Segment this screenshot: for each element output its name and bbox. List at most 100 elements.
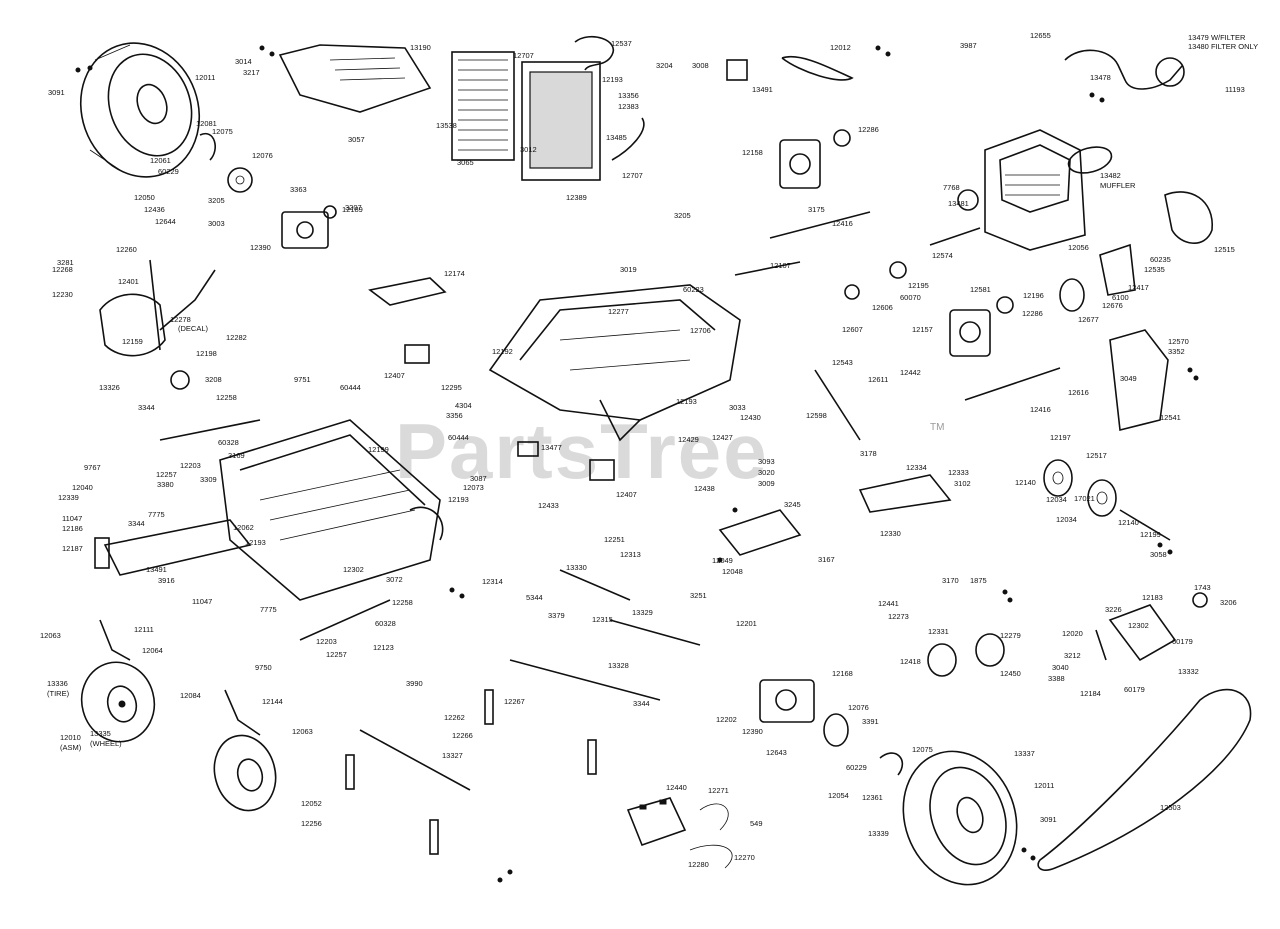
label-13491: 13491 [146, 565, 167, 574]
light-12407b [589, 459, 615, 481]
bolt-markers [75, 45, 1199, 883]
hydro-motor-upper-left [281, 205, 337, 249]
hw-3093: 3093 [758, 457, 775, 466]
hw-3226: 3226 [1105, 605, 1122, 614]
hydro-motor-lower [759, 679, 849, 747]
label-17021: 17021 [1074, 494, 1095, 503]
hw-3245: 3245 [784, 500, 801, 509]
rod-12574 [929, 227, 981, 246]
label-12203a: 12203 [180, 461, 201, 470]
label-12052: 12052 [301, 799, 322, 808]
label-60223: 60223 [683, 285, 704, 294]
hw-3087: 3087 [470, 474, 487, 483]
shaft-13328 [509, 659, 661, 701]
small-belt [781, 55, 854, 81]
label-12140b: 12140 [1118, 518, 1139, 527]
label-filter-2: 13480 FILTER ONLY [1188, 42, 1258, 51]
label-12535: 12535 [1144, 265, 1165, 274]
label-12183: 12183 [1142, 593, 1163, 602]
label-3391: 3391 [862, 717, 879, 726]
label-12282: 12282 [226, 333, 247, 342]
label-12707a: 12707 [513, 51, 534, 60]
label-12084: 12084 [180, 691, 201, 700]
label-12034a: 12034 [1046, 495, 1067, 504]
label-12330: 12330 [880, 529, 901, 538]
bracket-12183 [1108, 604, 1177, 662]
pulley-hub [235, 175, 245, 185]
shock-4 [429, 819, 439, 855]
hw-5344: 5344 [526, 593, 543, 602]
hw-3058: 3058 [1150, 550, 1167, 559]
label-13329: 13329 [632, 608, 653, 617]
label-12616: 12616 [1068, 388, 1089, 397]
label-12302: 12302 [343, 565, 364, 574]
hw-3072: 3072 [386, 575, 403, 584]
label-12278: 12278 [170, 315, 191, 324]
hw-3212: 3212 [1064, 651, 1081, 660]
label-13477: 13477 [541, 443, 562, 452]
bracket-12174 [368, 277, 447, 306]
label-12427: 12427 [712, 433, 733, 442]
label-11047b: 11047 [192, 597, 212, 606]
hw-3014: 3014 [235, 57, 252, 66]
label-12040: 12040 [72, 483, 93, 492]
label-60229b: 60229 [846, 763, 867, 772]
label-3363a: 3363 [290, 185, 307, 194]
label-60328b: 60328 [375, 619, 396, 628]
label-549: 549 [750, 819, 763, 828]
label-12251: 12251 [604, 535, 625, 544]
hw-3178: 3178 [860, 449, 877, 458]
label-12193d: 12193 [245, 538, 266, 547]
pulley-12034b [1087, 479, 1117, 517]
label-13326: 13326 [99, 383, 120, 392]
battery [626, 797, 687, 847]
label-12390a: 12390 [250, 243, 271, 252]
mount-plate [1099, 243, 1136, 296]
label-12111: 12111 [134, 625, 154, 634]
label-12314: 12314 [482, 577, 503, 586]
gasket [1059, 278, 1085, 312]
label-relay: 13491 [752, 85, 773, 94]
drive-belt [1037, 688, 1252, 871]
label-12442: 12442 [900, 368, 921, 377]
label-12257b: 12257 [326, 650, 347, 659]
label-seat-pan: 13190 [410, 43, 431, 52]
label-12676: 12676 [1102, 301, 1123, 310]
label-12273: 12273 [888, 612, 909, 621]
label-60229a: 60229 [158, 167, 179, 176]
label-12076b: 12076 [848, 703, 869, 712]
main-frame [219, 419, 444, 601]
label-12063: 12063 [40, 631, 61, 640]
hw-3175: 3175 [808, 205, 825, 214]
fan-shroud [1164, 191, 1213, 244]
label-12286a: 12286 [858, 125, 879, 134]
label-12677: 12677 [1078, 315, 1099, 324]
hw-3344: 3344 [633, 699, 650, 708]
label-12034b: 12034 [1056, 515, 1077, 524]
label-12302b: 12302 [1128, 621, 1149, 630]
seat-pan [278, 44, 432, 113]
label-12144: 12144 [262, 697, 283, 706]
hw-3204: 3204 [656, 61, 673, 70]
label-12157: 12157 [912, 325, 933, 334]
label-3205a: 3205 [208, 196, 225, 205]
label-12574: 12574 [932, 251, 953, 260]
brake-band-left [199, 132, 216, 161]
rod-12416b [964, 367, 1061, 401]
label-12267: 12267 [504, 697, 525, 706]
upper-hose [574, 35, 615, 71]
hw-3102: 3102 [954, 479, 971, 488]
label-12075b: 12075 [912, 745, 933, 754]
label-12123: 12123 [373, 643, 394, 652]
idler-12418 [927, 643, 957, 677]
label-13478: 13478 [1090, 73, 1111, 82]
hw-3065: 3065 [457, 158, 474, 167]
label-12418: 12418 [900, 657, 921, 666]
rear-left-tire [79, 42, 201, 178]
label-asm-note: (ASM) [60, 743, 82, 752]
lower-hose [611, 117, 645, 161]
hw-3033: 3033 [729, 403, 746, 412]
hw-3049: 3049 [1120, 374, 1137, 383]
label-12257a: 12257 [156, 470, 177, 479]
